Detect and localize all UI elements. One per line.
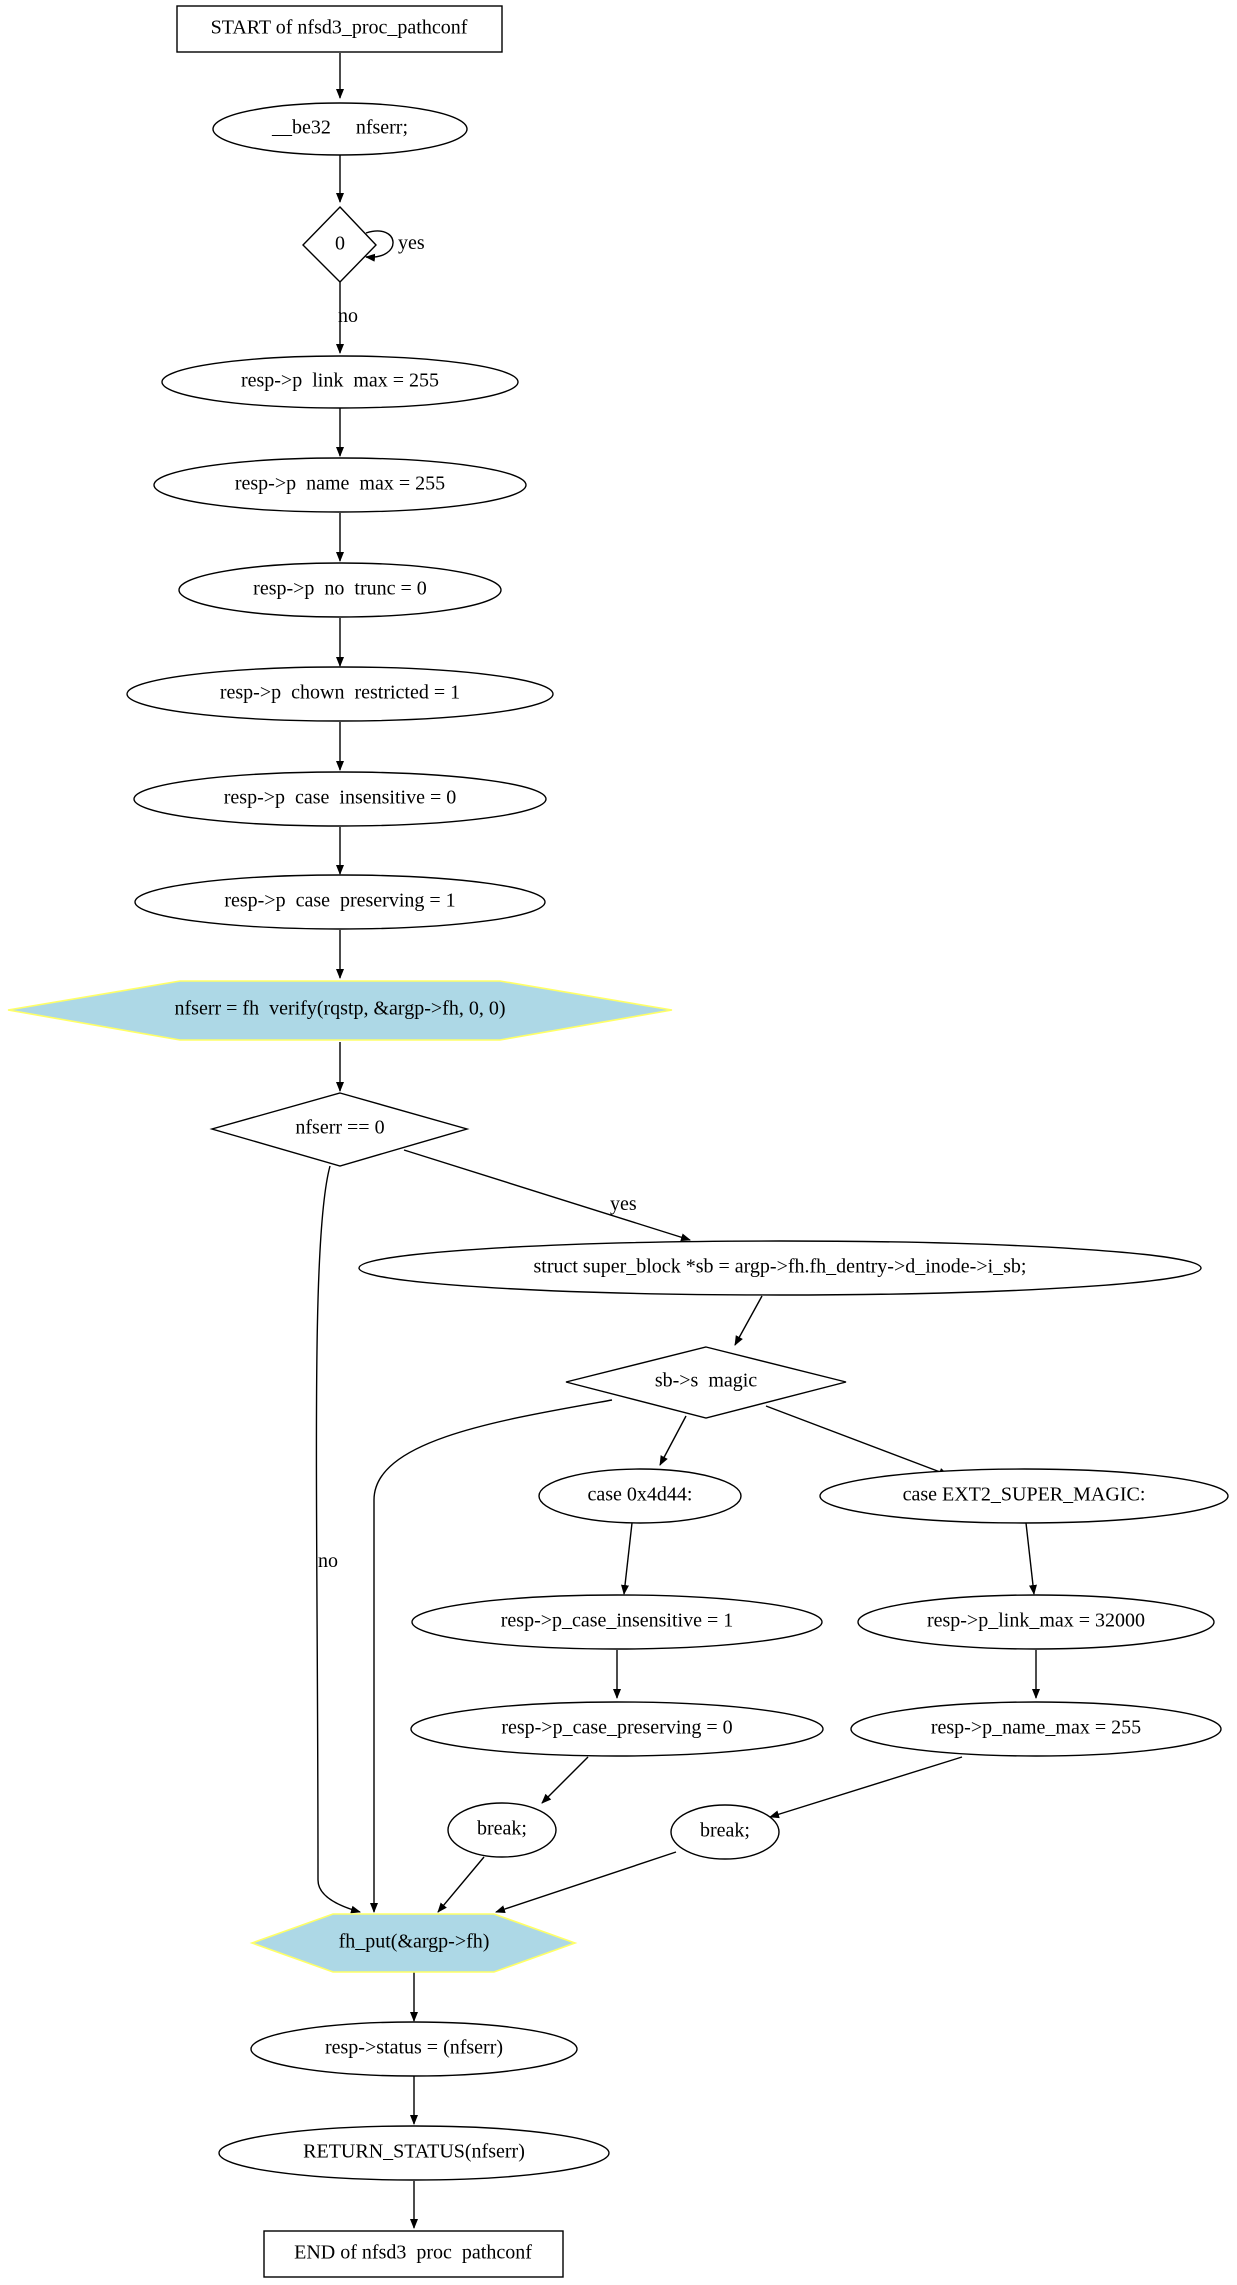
return-status-label: RETURN_STATUS(nfserr): [303, 2141, 525, 2163]
edge-condnfserr-sbdecl: [403, 1149, 691, 1242]
case-insensitive-1-label: resp->p_case_insensitive = 1: [501, 1610, 734, 1632]
link-max-32000-node: resp->p_link_max = 32000: [857, 1594, 1215, 1650]
cond0-node: 0: [302, 205, 377, 283]
case-4d44-node: case 0x4d44:: [538, 1468, 742, 1524]
edge-label-cond0-no: no: [338, 305, 358, 327]
sb-decl-label: struct super_block *sb = argp->fh.fh_den…: [534, 1256, 1027, 1278]
break1-label: break;: [477, 1818, 527, 1840]
end-label: END of nfsd3 proc pathconf: [294, 2242, 532, 2264]
case-preserving-0-node: resp->p_case_preserving = 0: [410, 1701, 824, 1757]
name-max-label: resp->p name max = 255: [235, 473, 445, 495]
case-preserving-0-label: resp->p_case_preserving = 0: [501, 1717, 732, 1739]
case-insensitive-node: resp->p case insensitive = 0: [133, 771, 547, 827]
end-node: END of nfsd3 proc pathconf: [263, 2230, 564, 2278]
edges: [315, 53, 1040, 2229]
verify-node: nfserr = fh verify(rqstp, &argp->fh, 0, …: [7, 980, 673, 1041]
edge-switch-caseext2: [765, 1405, 949, 1476]
fh-put-node: fh_put(&argp->fh): [249, 1913, 578, 1973]
case-insensitive-1-node: resp->p_case_insensitive = 1: [411, 1594, 823, 1650]
cond-nfserr-node: nfserr == 0: [209, 1092, 470, 1167]
edge-label-nfserr-yes: yes: [610, 1193, 637, 1215]
edge-caseext2-lm32000: [1025, 1522, 1037, 1595]
switch-magic-label: sb->s magic: [655, 1370, 757, 1392]
edge-break1-fhput: [437, 1856, 485, 1913]
start-label: START of nfsd3_proc_pathconf: [211, 17, 468, 39]
no-trunc-node: resp->p no trunc = 0: [178, 562, 502, 618]
link-max-32000-label: resp->p_link_max = 32000: [927, 1610, 1145, 1632]
case-ext2-node: case EXT2_SUPER_MAGIC:: [819, 1468, 1229, 1524]
edge-switch-fhput: [370, 1399, 613, 1913]
edge-sbdecl-switch: [734, 1295, 763, 1346]
cond-nfserr-label: nfserr == 0: [295, 1117, 384, 1139]
status-label: resp->status = (nfserr): [325, 2037, 503, 2059]
case-preserving-label: resp->p case preserving = 1: [224, 890, 455, 912]
edge-condnfserr-fhput: [315, 1165, 361, 1914]
sb-decl-node: struct super_block *sb = argp->fh.fh_den…: [358, 1240, 1202, 1296]
start-node: START of nfsd3_proc_pathconf: [176, 5, 503, 53]
case-4d44-label: case 0x4d44:: [588, 1484, 693, 1506]
case-preserving-node: resp->p case preserving = 1: [134, 874, 546, 930]
edge-break2-fhput: [495, 1851, 677, 1913]
link-max-node: resp->p link max = 255: [161, 355, 519, 409]
edge-cp0-break1: [541, 1756, 589, 1804]
switch-magic-node: sb->s magic: [565, 1346, 847, 1419]
name-max-node: resp->p name max = 255: [153, 457, 527, 513]
nodes: START of nfsd3_proc_pathconf __be32 nfse…: [7, 5, 1229, 2278]
break2-node: break;: [670, 1804, 780, 1860]
cond0-label: 0: [335, 233, 345, 255]
chown-label: resp->p chown restricted = 1: [220, 682, 460, 704]
edge-labels: yes no yes no: [318, 232, 637, 1572]
chown-node: resp->p chown restricted = 1: [126, 666, 554, 722]
edge-nm255-break2: [769, 1756, 963, 1819]
break2-label: break;: [700, 1820, 750, 1842]
edge-cond0-loop: [365, 230, 394, 262]
edge-label-nfserr-no: no: [318, 1550, 338, 1572]
edge-label-loop-yes: yes: [398, 232, 425, 254]
case-insensitive-label: resp->p case insensitive = 0: [224, 787, 457, 809]
status-node: resp->status = (nfserr): [250, 2021, 578, 2077]
edge-switch-case4d44: [659, 1415, 687, 1466]
fh-put-label: fh_put(&argp->fh): [339, 1931, 490, 1953]
name-max-255-node: resp->p_name_max = 255: [850, 1701, 1222, 1757]
link-max-label: resp->p link max = 255: [241, 370, 439, 392]
verify-label: nfserr = fh verify(rqstp, &argp->fh, 0, …: [175, 998, 506, 1020]
decl-node: __be32 nfserr;: [212, 102, 468, 156]
name-max-255-label: resp->p_name_max = 255: [931, 1717, 1141, 1739]
return-status-node: RETURN_STATUS(nfserr): [218, 2125, 610, 2181]
edge-case4d44-ci1: [621, 1522, 633, 1595]
no-trunc-label: resp->p no trunc = 0: [253, 578, 427, 600]
break1-node: break;: [447, 1802, 557, 1858]
case-ext2-label: case EXT2_SUPER_MAGIC:: [903, 1484, 1146, 1506]
decl-label: __be32 nfserr;: [271, 117, 408, 139]
